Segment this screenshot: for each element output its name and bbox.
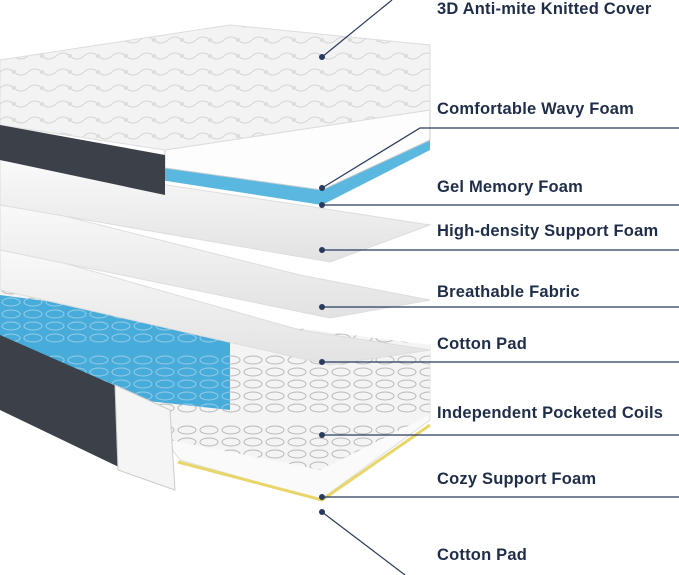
leader-dots xyxy=(319,54,325,515)
label-gel-memory-foam: Gel Memory Foam xyxy=(437,178,584,196)
label-knitted-cover: 3D Anti-mite Knitted Cover xyxy=(437,0,652,18)
leader-lines xyxy=(321,0,679,575)
high-density-foam-layer xyxy=(0,159,432,263)
label-breathable-fabric: Breathable Fabric xyxy=(437,283,580,301)
cover-side xyxy=(0,125,165,195)
label-cotton-pad: Cotton Pad xyxy=(437,335,527,353)
cotton-pad-layer xyxy=(0,244,431,366)
label-bottom-cotton-pad: Cotton Pad xyxy=(437,546,527,564)
side-panel xyxy=(0,335,125,470)
edge-foam xyxy=(114,384,176,491)
label-wavy-foam: Comfortable Wavy Foam xyxy=(437,100,635,118)
breathable-fabric-layer xyxy=(0,199,431,319)
label-pocketed-coils: Independent Pocketed Coils xyxy=(437,404,664,422)
label-cozy-support-foam: Cozy Support Foam xyxy=(437,470,597,488)
label-high-density-foam: High-density Support Foam xyxy=(437,222,659,240)
